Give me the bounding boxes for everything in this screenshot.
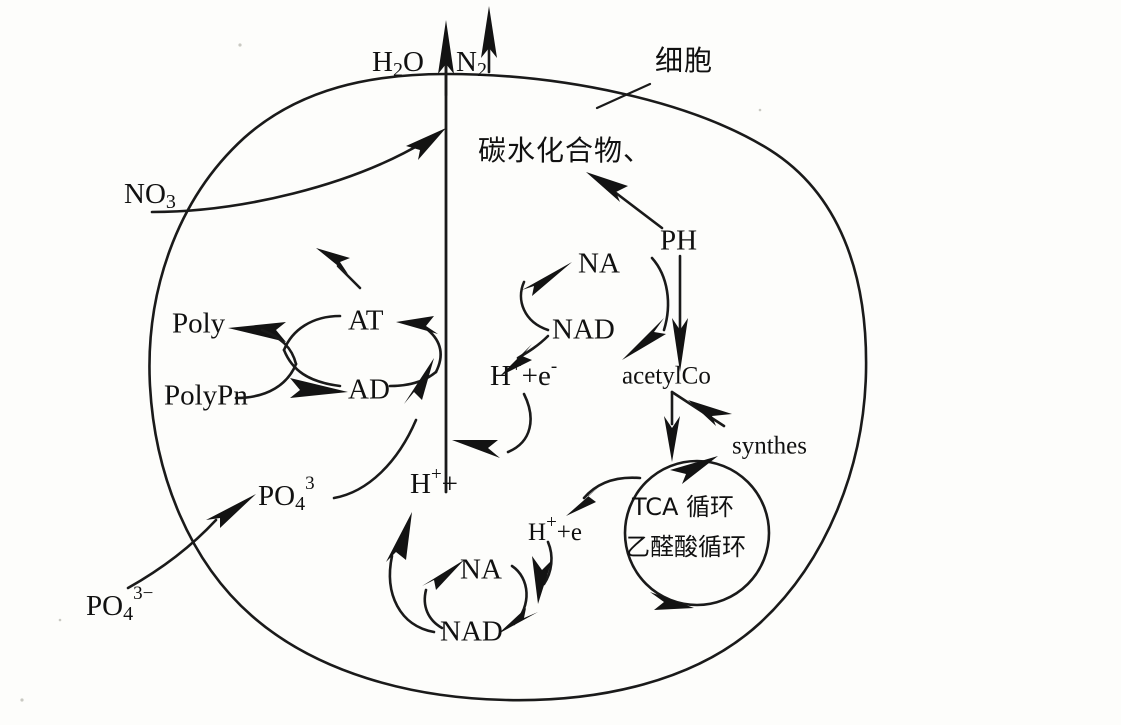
h-electron-top-label: H++e- (490, 356, 557, 391)
tca-cycle-label-line2: 乙醛酸循环 (626, 533, 746, 561)
tca-cycle-circle (623, 459, 771, 607)
ph-label: PH (660, 225, 697, 257)
synthes-label: synthes (732, 433, 807, 460)
atp-to-poly-tail (282, 348, 342, 388)
acetylco-to-tca-arrowhead (664, 416, 680, 462)
tca-cycle-top-arrowhead (670, 456, 718, 484)
nitrate-outside-label: NO3 (124, 178, 176, 213)
ph-to-carbohydrate-arrowhead (586, 172, 628, 202)
nadh-bottom-label: NAD (440, 616, 503, 648)
nadh-to-na-curve (519, 280, 550, 332)
ph-to-carbohydrate-arrow-shaft (610, 188, 664, 230)
adp-to-membrane-curve (388, 370, 438, 388)
cell-membrane-outline (148, 72, 868, 702)
nadh-top-label: NAD (552, 314, 615, 346)
nad-to-proton-bottom-curve (542, 540, 553, 586)
tca-to-proton-arrowhead (566, 486, 600, 516)
acetylco-to-synthes-arrowhead (688, 400, 732, 426)
nad-bottom-label: NA (460, 554, 502, 586)
bottom-cycle-right-arrowhead (498, 608, 538, 634)
electron-return-curve (506, 392, 532, 454)
phosphate-outside-label: PO43− (86, 583, 153, 624)
proton-mid-label: H++ (410, 464, 458, 499)
cell-label-leader-line (595, 82, 652, 110)
proton-motive-to-atp-arrowhead (396, 316, 438, 334)
paper-speck (758, 108, 762, 112)
bottom-cycle-left-curve (388, 554, 436, 634)
acetylco-label: acetylCo (622, 363, 711, 390)
electron-return-arrowhead (452, 440, 500, 458)
nitrogen-label: N2 (456, 46, 487, 81)
nitrogen-exit-arrowhead (481, 6, 497, 58)
polypn-label: PolyPn (164, 380, 248, 412)
tca-cycle-bottom-arrowhead (650, 592, 694, 610)
h-electron-bottom-label: H++e (528, 512, 582, 545)
nitrate-uptake-arrowhead (406, 128, 446, 160)
adp-label: AD (348, 374, 390, 406)
phosphate-uptake-arrow-shaft (126, 518, 218, 590)
atp-to-poly-curve (282, 314, 342, 352)
adp-up-arrowhead (404, 358, 434, 404)
tca-cycle-label-line1: TCA 循环 (631, 493, 734, 521)
na-nad-to-acetylco-curve (650, 256, 670, 332)
paper-speck (58, 618, 62, 622)
cell-label: 细胞 (655, 44, 713, 77)
nad-to-proton-bottom-arrowhead (532, 556, 552, 604)
phosphate-uptake-arrowhead (206, 494, 256, 528)
phosphate-inside-label: PO43 (258, 473, 315, 514)
polypn-to-adp-curve (234, 362, 298, 400)
phosphate-to-adp-curve (332, 418, 418, 500)
ph-to-acetylco-arrowhead (672, 318, 688, 372)
nad-top-label: NA (578, 248, 620, 280)
atp-label: AT (348, 305, 384, 337)
water-exit-arrowhead (438, 20, 454, 74)
proton-motive-to-atp-curve (426, 328, 442, 374)
nadh-to-na-arrowhead (522, 262, 572, 296)
na-nad-to-acetylco-arrowhead (622, 318, 666, 360)
polypn-to-adp-tail (260, 328, 298, 366)
tca-to-proton-curve (582, 476, 642, 500)
carbohydrate-label: 碳水化合物、 (478, 134, 652, 167)
paper-speck (238, 43, 242, 47)
water-label: H2O (372, 46, 424, 81)
poly-label: Poly (172, 308, 226, 340)
atp-up-arrow-shaft (336, 264, 362, 290)
nadh-to-he-arrowhead (500, 344, 532, 376)
bottom-cycle-inner-curve (423, 588, 444, 630)
atp-up-arrowhead (316, 248, 350, 274)
bottom-cycle-inner-arrowhead (422, 560, 464, 590)
bottom-cycle-left-arrowhead (386, 512, 412, 562)
polypn-to-adp-arrowhead (290, 378, 348, 398)
paper-speck (20, 698, 24, 702)
nitrate-uptake-arrow-shaft (150, 140, 426, 214)
atp-to-poly-arrowhead (228, 322, 286, 342)
